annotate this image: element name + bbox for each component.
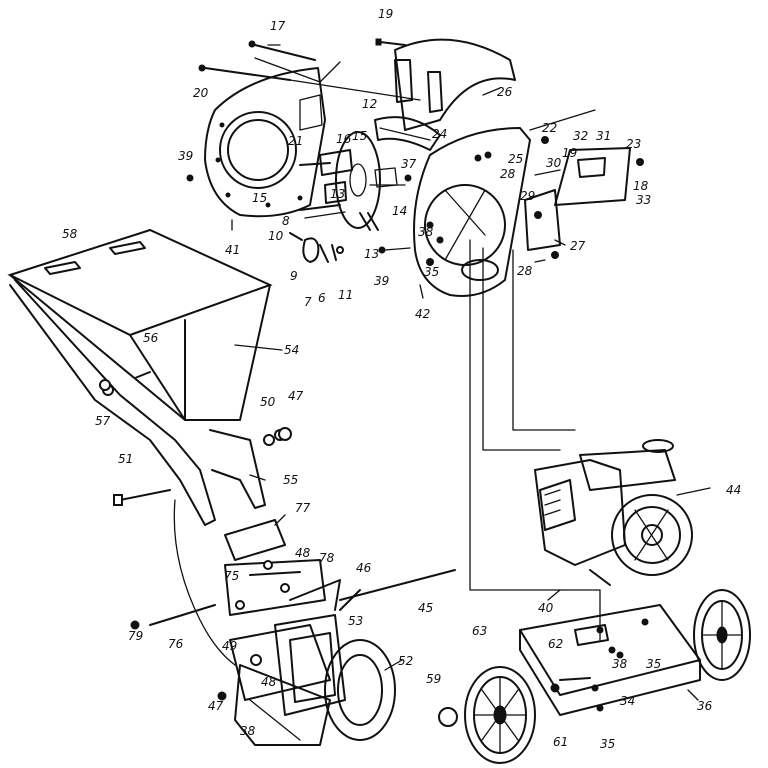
label-38-bottom: 38 — [240, 724, 256, 738]
label-35-mid: 35 — [646, 657, 661, 671]
label-6: 6 — [318, 291, 326, 305]
pin-rod — [149, 604, 216, 626]
label-51: 51 — [118, 452, 133, 466]
discharge-chute — [394, 38, 516, 131]
label-58: 58 — [62, 227, 78, 241]
label-13-a: 13 — [330, 187, 345, 201]
label-25: 25 — [508, 152, 523, 166]
label-57: 57 — [95, 414, 111, 428]
leader-lines — [231, 44, 711, 701]
label-11: 11 — [338, 288, 353, 302]
hardware-parts — [99, 38, 644, 727]
label-16: 16 — [336, 132, 352, 146]
label-52: 52 — [398, 654, 413, 668]
label-47-bottom: 47 — [208, 699, 224, 713]
label-55: 55 — [283, 473, 298, 487]
label-48-top: 48 — [295, 546, 311, 560]
label-46: 46 — [356, 561, 372, 575]
label-38-mid: 38 — [612, 657, 628, 671]
label-35-bottom: 35 — [600, 737, 615, 751]
part-number-labels: 17 19 20 26 12 24 22 32 31 23 39 21 16 1… — [62, 7, 741, 751]
label-41: 41 — [225, 243, 240, 257]
mounting-bracket — [524, 147, 631, 251]
label-78: 78 — [319, 551, 335, 565]
label-59: 59 — [426, 672, 441, 686]
chute-deflector — [374, 116, 441, 151]
label-76: 76 — [168, 637, 184, 651]
label-40: 40 — [538, 601, 554, 615]
label-13-b: 13 — [364, 247, 379, 261]
label-63: 63 — [472, 624, 487, 638]
label-33: 33 — [636, 193, 651, 207]
label-49: 49 — [222, 639, 237, 653]
label-45: 45 — [418, 601, 433, 615]
label-79: 79 — [128, 629, 143, 643]
feed-hopper — [7, 228, 273, 421]
label-42: 42 — [415, 307, 430, 321]
label-44: 44 — [726, 483, 741, 497]
label-54: 54 — [284, 343, 299, 357]
label-15-a: 15 — [352, 129, 367, 143]
label-8: 8 — [282, 214, 290, 228]
label-34: 34 — [620, 694, 635, 708]
right-wheel — [693, 589, 751, 681]
label-75: 75 — [224, 569, 239, 583]
label-9: 9 — [290, 269, 298, 283]
left-wheel — [464, 666, 536, 764]
label-77: 77 — [295, 501, 311, 515]
axle-rod — [339, 569, 456, 611]
chipper-rotor-disc — [299, 131, 398, 229]
label-47-top: 47 — [288, 389, 304, 403]
label-28-a: 28 — [500, 167, 516, 181]
label-62: 62 — [548, 637, 563, 651]
engine-base-plate — [519, 604, 701, 716]
label-39-top: 39 — [178, 149, 193, 163]
label-20: 20 — [193, 86, 209, 100]
label-56: 56 — [143, 331, 159, 345]
label-26: 26 — [497, 85, 513, 99]
label-29: 29 — [520, 189, 535, 203]
right-housing-plate — [413, 127, 531, 297]
side-plate-frame — [229, 614, 396, 746]
label-27: 27 — [570, 239, 586, 253]
label-37: 37 — [401, 157, 417, 171]
lower-chute-assembly — [224, 519, 341, 616]
label-12: 12 — [362, 97, 377, 111]
label-17: 17 — [270, 19, 286, 33]
label-24: 24 — [432, 127, 447, 141]
label-21: 21 — [288, 134, 303, 148]
label-38-top: 38 — [418, 225, 434, 239]
label-10: 10 — [268, 229, 284, 243]
label-31: 31 — [596, 129, 611, 143]
label-19-top: 19 — [378, 7, 393, 21]
label-30: 30 — [546, 156, 562, 170]
label-7: 7 — [304, 295, 312, 309]
label-18: 18 — [633, 179, 649, 193]
label-22: 22 — [542, 121, 557, 135]
long-bolt — [113, 489, 171, 506]
label-15-b: 15 — [252, 191, 267, 205]
label-39-mid: 39 — [374, 274, 389, 288]
label-14: 14 — [392, 204, 407, 218]
label-50: 50 — [260, 395, 276, 409]
label-28-b: 28 — [517, 264, 533, 278]
label-23: 23 — [626, 137, 641, 151]
label-48-bottom: 48 — [261, 675, 277, 689]
label-61: 61 — [553, 735, 568, 749]
label-35-top: 35 — [424, 265, 439, 279]
label-36: 36 — [697, 699, 713, 713]
engine — [534, 439, 693, 586]
hopper-support-arms — [9, 279, 286, 526]
label-32: 32 — [573, 129, 588, 143]
label-19-mid: 19 — [562, 146, 577, 160]
label-53: 53 — [348, 614, 363, 628]
